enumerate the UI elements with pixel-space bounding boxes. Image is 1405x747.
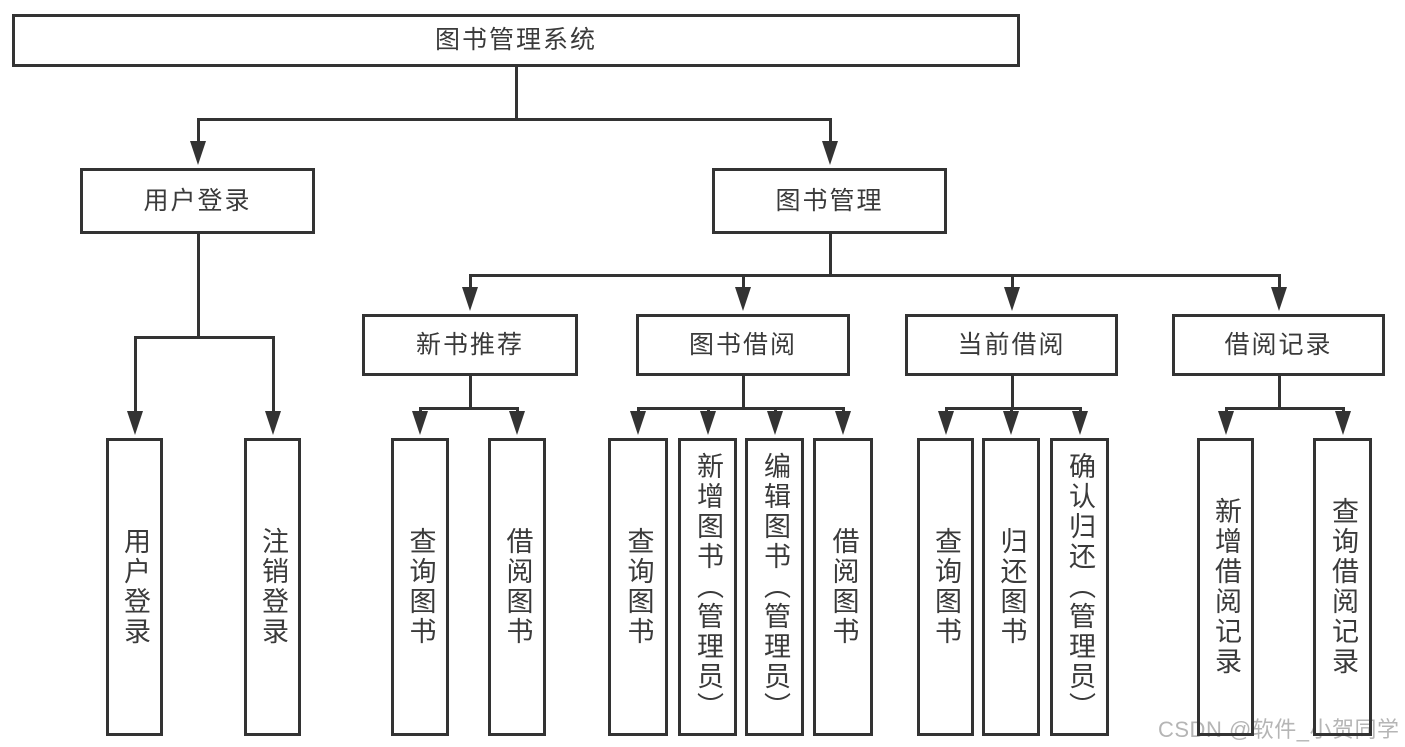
arrowhead-down-icon-book-borrow: [735, 287, 751, 311]
connector-stem-book-borrow: [742, 375, 745, 407]
connector-drop-user-login: [197, 121, 200, 143]
node-label-br-add-record: 新增借阅记录: [1211, 497, 1241, 677]
node-label-current-borrow: 当前借阅: [957, 330, 1066, 359]
arrowhead-down-icon-nbr-borrow-book: [509, 411, 525, 435]
arrowhead-down-icon-book-mgmt: [822, 141, 838, 165]
arrowhead-down-icon-cb-confirm: [1072, 411, 1088, 435]
node-label-user-login: 用户登录: [143, 186, 252, 215]
node-label-root: 图书管理系统: [434, 26, 597, 54]
node-new-book-rec: 新书推荐: [362, 314, 578, 376]
node-label-br-query-record: 查询借阅记录: [1328, 497, 1358, 677]
connector-stem-root: [515, 66, 518, 118]
node-br-add-record: 新增借阅记录: [1197, 438, 1254, 736]
node-nbr-borrow-book: 借阅图书: [488, 438, 546, 736]
connector-stem-new-book-rec: [469, 375, 472, 407]
node-bb-borrow-book: 借阅图书: [813, 438, 873, 736]
node-label-bb-add-book: 新增图书（管理员）: [693, 452, 723, 722]
connector-drop-current-borrow: [1011, 277, 1014, 289]
connector-drop-borrow-record: [1278, 277, 1281, 289]
arrowhead-down-icon-borrow-record: [1271, 287, 1287, 311]
node-label-new-book-rec: 新书推荐: [415, 330, 524, 359]
arrowhead-down-icon-cb-return-book: [1003, 411, 1019, 435]
connector-rail-new-book-rec: [419, 407, 519, 410]
node-root: 图书管理系统: [12, 14, 1020, 67]
connector-stem-book-mgmt: [829, 233, 832, 274]
connector-stem-borrow-record: [1278, 375, 1281, 407]
arrowhead-down-icon-new-book-rec: [462, 287, 478, 311]
connector-drop-book-mgmt: [829, 121, 832, 143]
arrowhead-down-icon-cb-query-book: [938, 411, 954, 435]
arrowhead-down-icon-bb-add-book: [700, 411, 716, 435]
arrowhead-down-icon-logout: [265, 411, 281, 435]
connector-rail-borrow-record: [1225, 407, 1345, 410]
node-current-borrow: 当前借阅: [905, 314, 1118, 376]
connector-stem-user-login: [197, 233, 200, 336]
arrowhead-down-icon-br-add-record: [1218, 411, 1234, 435]
arrowhead-down-icon-bb-edit-book: [767, 411, 783, 435]
node-label-nbr-query-book: 查询图书: [405, 527, 436, 647]
arrowhead-down-icon-bb-borrow-book: [835, 411, 851, 435]
node-cb-confirm: 确认归还（管理员）: [1050, 438, 1109, 736]
node-label-book-borrow: 图书借阅: [688, 330, 797, 359]
node-label-logout: 注销登录: [258, 527, 288, 647]
node-bb-edit-book: 编辑图书（管理员）: [745, 438, 804, 736]
arrowhead-down-icon-nbr-query-book: [412, 411, 428, 435]
connector-stem-current-borrow: [1011, 375, 1014, 407]
node-label-user-login-sub: 用户登录: [120, 527, 150, 647]
node-label-nbr-borrow-book: 借阅图书: [502, 527, 533, 647]
node-label-bb-query-book: 查询图书: [623, 527, 654, 647]
arrowhead-down-icon-current-borrow: [1004, 287, 1020, 311]
node-label-book-mgmt: 图书管理: [775, 186, 884, 215]
connector-drop-logout: [272, 339, 275, 413]
connector-drop-new-book-rec: [469, 277, 472, 289]
node-br-query-record: 查询借阅记录: [1313, 438, 1372, 736]
node-label-cb-confirm: 确认归还（管理员）: [1065, 452, 1095, 722]
node-label-bb-edit-book: 编辑图书（管理员）: [760, 452, 790, 722]
arrowhead-down-icon-br-query-record: [1335, 411, 1351, 435]
node-label-borrow-record: 借阅记录: [1224, 330, 1333, 359]
arrowhead-down-icon-user-login-sub: [127, 411, 143, 435]
arrowhead-down-icon-bb-query-book: [630, 411, 646, 435]
node-logout: 注销登录: [244, 438, 301, 736]
connector-drop-book-borrow: [742, 277, 745, 289]
connector-rail-book-borrow: [637, 407, 845, 410]
node-user-login: 用户登录: [80, 168, 315, 234]
node-label-bb-borrow-book: 借阅图书: [828, 527, 859, 647]
connector-rail-root: [197, 118, 832, 121]
node-book-borrow: 图书借阅: [636, 314, 850, 376]
node-label-cb-return-book: 归还图书: [996, 527, 1027, 647]
node-nbr-query-book: 查询图书: [391, 438, 449, 736]
node-user-login-sub: 用户登录: [106, 438, 163, 736]
node-borrow-record: 借阅记录: [1172, 314, 1385, 376]
connector-rail-current-borrow: [945, 407, 1082, 410]
node-cb-return-book: 归还图书: [982, 438, 1040, 736]
node-label-cb-query-book: 查询图书: [931, 527, 961, 647]
connector-rail-book-mgmt: [469, 274, 1281, 277]
connector-drop-user-login-sub: [134, 339, 137, 413]
node-book-mgmt: 图书管理: [712, 168, 947, 234]
node-cb-query-book: 查询图书: [917, 438, 974, 736]
arrowhead-down-icon-user-login: [190, 141, 206, 165]
connector-rail-user-login: [134, 336, 275, 339]
node-bb-add-book: 新增图书（管理员）: [678, 438, 737, 736]
node-bb-query-book: 查询图书: [608, 438, 668, 736]
